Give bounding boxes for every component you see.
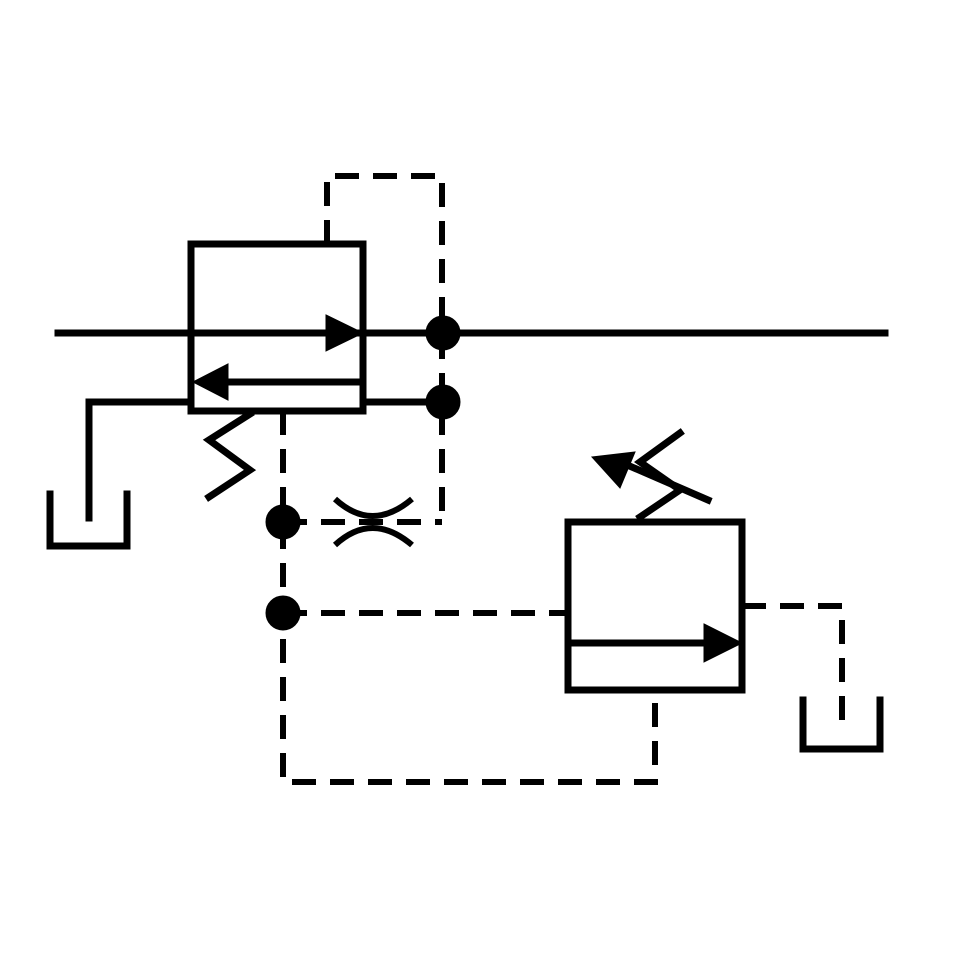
valve-return-arrow xyxy=(191,363,229,401)
relief-drain-line xyxy=(742,603,845,722)
junction-dot-main xyxy=(425,315,461,351)
drain-line xyxy=(85,398,195,522)
pilot-line-top xyxy=(324,173,445,522)
reducing-valve-body xyxy=(187,240,367,415)
relief-valve-body xyxy=(564,518,746,694)
spring-symbol xyxy=(202,409,257,502)
tank-right xyxy=(799,696,884,753)
junction-dot-relief xyxy=(265,595,301,631)
junction-dot-outlet xyxy=(425,384,461,420)
valve-flow-arrow xyxy=(325,314,365,352)
junction-dot-orifice xyxy=(265,504,301,540)
adjustment-line xyxy=(620,459,713,505)
pilot-line-vertical xyxy=(280,411,658,785)
tank-left xyxy=(46,490,131,550)
adjustment-arrow xyxy=(590,451,636,489)
relief-valve-flow-arrow xyxy=(703,623,744,663)
fixed-orifice xyxy=(332,496,414,548)
